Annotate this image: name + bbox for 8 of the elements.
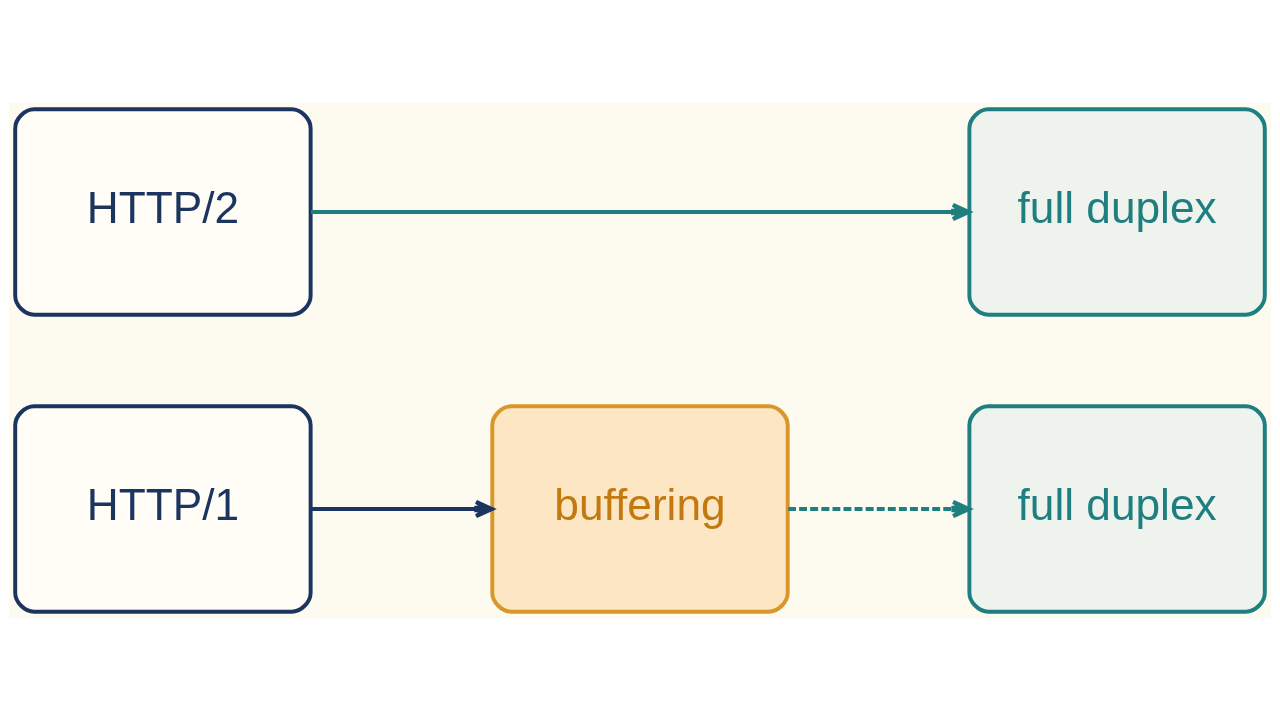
node-box: HTTP/1 <box>13 403 313 614</box>
arrow <box>311 499 494 518</box>
node-box: buffering <box>490 403 790 614</box>
node-box: full duplex <box>967 403 1267 614</box>
arrow <box>788 499 972 518</box>
arrow <box>311 202 971 221</box>
node-box: HTTP/2 <box>13 106 313 317</box>
node-box: full duplex <box>967 106 1267 317</box>
